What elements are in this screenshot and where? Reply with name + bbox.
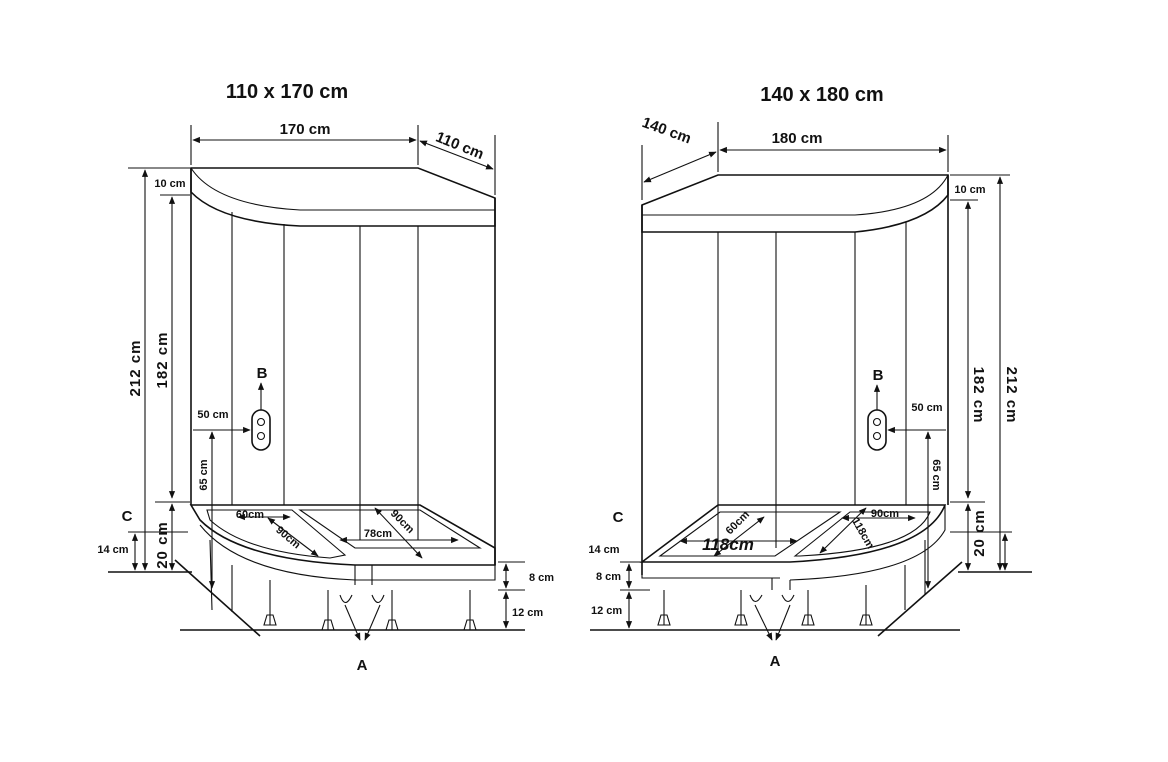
right-canopy [641,174,949,233]
right-panel-offset-label: 50 cm [911,402,942,414]
left-label-a: A [357,657,368,674]
right-leg-label: 12 cm [591,605,622,617]
right-title: 140 x 180 cm [760,84,883,106]
right-tray-legs [657,540,926,626]
left-rim-label: 8 cm [529,572,554,584]
right-tray-depth-label: 118cm [849,516,876,551]
right-seat-depth-label: 60cm [724,509,753,538]
left-cabin-height-label: 182 cm [154,332,171,389]
left-tray-legs [209,539,477,631]
left-cabin: 110 x 170 cm 170 cm 110 cm 212 cm 182 cm… [97,81,554,674]
left-depth-label: 110 cm [433,129,486,164]
right-tray [639,504,947,563]
left-leg-label: 12 cm [512,607,543,619]
left-canopy [190,167,496,227]
right-total-height-label: 212 cm [1003,367,1020,424]
right-control-height-label: 65 cm [930,459,942,490]
left-tray-height-label: 20 cm [154,521,171,569]
right-label-a: A [770,653,781,670]
left-control-panel-icon [251,409,271,451]
right-control-panel-icon [867,409,887,451]
left-seat-width-label: 60cm [236,509,264,521]
right-label-b: B [873,367,884,384]
left-floor-tray-label: 14 cm [97,544,128,556]
left-title: 110 x 170 cm [226,81,348,103]
left-tray-width-label: 78cm [364,528,392,540]
left-tray-depth-label: 90cm [388,508,417,537]
left-label-b: B [257,365,268,382]
left-canopy-curve [190,167,495,211]
right-cabin: 140 x 180 cm 180 cm 140 cm 212 cm 182 cm… [588,84,1032,670]
left-control-height-label: 65 cm [198,459,210,490]
right-width-label: 180 cm [772,130,823,147]
left-canopy-height-label: 10 cm [154,178,185,190]
right-tray-height-label: 20 cm [971,509,988,557]
left-width-label: 170 cm [280,121,331,138]
right-tray-width-label: 90cm [871,508,899,520]
left-panel-offset-label: 50 cm [197,409,228,421]
right-canopy-height-label: 10 cm [954,184,985,196]
right-rim-label: 8 cm [596,571,621,583]
right-floor-tray-label: 14 cm [588,544,619,556]
right-depth-label: 140 cm [640,114,694,147]
left-total-height-label: 212 cm [127,340,144,397]
right-cabin-height-label: 182 cm [970,367,987,424]
left-seat-diag-label: 90cm [273,524,302,551]
right-seat-width-label: 118cm [702,535,754,554]
left-label-c: C [122,508,133,525]
right-label-c: C [613,509,624,526]
